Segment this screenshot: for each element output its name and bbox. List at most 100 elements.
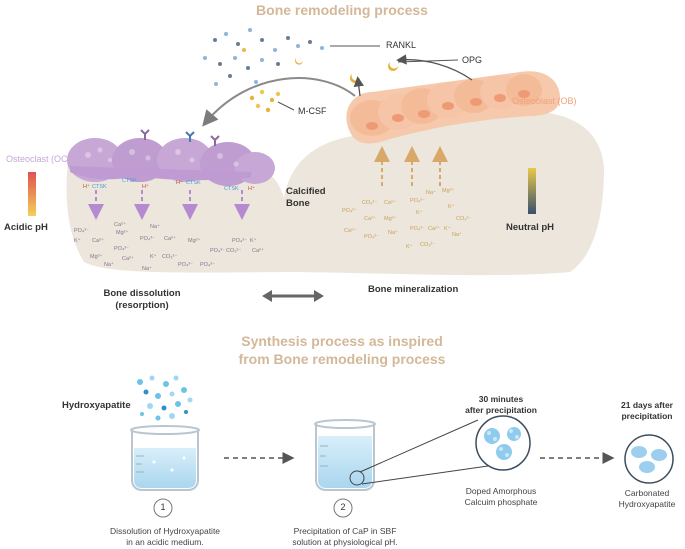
ion-h: H⁺ bbox=[176, 180, 183, 186]
ion-co3: CO₃²⁻ bbox=[456, 216, 472, 222]
ion-po4: PO₄³⁻ bbox=[74, 228, 89, 234]
ion-na: Na⁺ bbox=[150, 224, 160, 230]
rankl-particles bbox=[203, 28, 324, 86]
time1-line1: 30 minutes bbox=[478, 394, 524, 404]
ion-co3: CO₃²⁻ bbox=[362, 200, 378, 206]
mcsf-label: M-CSF bbox=[298, 106, 327, 116]
ion-mg: Mg²⁺ bbox=[188, 238, 201, 244]
ion-ca: Ca²⁺ bbox=[344, 228, 356, 234]
ion-mg: Mg²⁺ bbox=[90, 254, 103, 260]
ion-po4: PO₄³⁻ bbox=[364, 234, 379, 240]
step2-circle bbox=[333, 498, 353, 518]
ion-mg: Mg²⁺ bbox=[116, 230, 129, 236]
ion-k: K⁺ bbox=[444, 226, 451, 232]
ion-co3: CO₃²⁻ bbox=[162, 254, 178, 260]
ion-k: K⁺ bbox=[250, 238, 257, 244]
product1-line1: Doped Amorphous bbox=[465, 486, 537, 496]
ion-ca: Ca²⁺ bbox=[428, 226, 440, 232]
ion-ctsk: CTSK bbox=[224, 186, 239, 192]
ion-ctsk: CTSK bbox=[186, 180, 201, 186]
ion-ca: Ca²⁺ bbox=[252, 248, 264, 254]
ion-na: Na⁺ bbox=[142, 266, 152, 272]
step2-caption-line2: solution at physiological pH. bbox=[292, 537, 398, 547]
bottom-title-line1: Synthesis process as inspired bbox=[241, 333, 443, 349]
bottom-title-line2: from Bone remodeling process bbox=[238, 351, 446, 367]
step1-number: 1 bbox=[160, 502, 166, 512]
osteoclast-cells bbox=[67, 129, 275, 186]
step1-caption: Dissolution of Hydroxyapatite in an acid… bbox=[90, 526, 240, 548]
product2-circle bbox=[624, 434, 674, 484]
ion-k: K⁺ bbox=[406, 244, 413, 250]
ion-po4: PO₄³⁻ bbox=[410, 198, 425, 204]
hydroxyapatite-particles bbox=[137, 375, 193, 421]
ion-po4: PO₄³⁻ bbox=[410, 226, 425, 232]
step1-caption-line2: in an acidic medium. bbox=[126, 537, 204, 547]
ion-k: K⁺ bbox=[416, 210, 423, 216]
step2-caption: Precipitation of CaP in SBF solution at … bbox=[270, 526, 420, 548]
acidic-ph-label: Acidic pH bbox=[4, 222, 48, 233]
osteoblast-label: Osteoblast (OB) bbox=[512, 96, 577, 106]
bone-mineralization-label: Bone mineralization bbox=[368, 284, 459, 295]
ion-mg: Mg²⁺ bbox=[442, 188, 455, 194]
time2-label: 21 days after precipitation bbox=[608, 400, 685, 422]
rankl-crescent bbox=[295, 58, 303, 65]
calcified-bone-label: Calcified Bone bbox=[286, 186, 326, 209]
ion-po4: PO₄³⁻ bbox=[114, 246, 129, 252]
osteoclast-label: Osteoclast (OC) bbox=[6, 154, 71, 164]
product2-line2: Hydroxyapatite bbox=[618, 499, 676, 509]
time2-line2: precipitation bbox=[621, 411, 673, 421]
step1-caption-line1: Dissolution of Hydroxyapatite bbox=[109, 526, 221, 536]
ion-h: H⁺ bbox=[83, 184, 90, 190]
product2-line1: Carbonated bbox=[624, 488, 670, 498]
ion-ctsk: CTSK bbox=[92, 184, 107, 190]
ion-k: K⁺ bbox=[74, 238, 81, 244]
double-arrow bbox=[262, 290, 324, 302]
opg-label: OPG bbox=[462, 55, 483, 65]
time1-label: 30 minutes after precipitation bbox=[446, 394, 556, 416]
bone-dissolution-label: Bone dissolution (resorption) bbox=[103, 288, 181, 311]
ion-k: K⁺ bbox=[150, 254, 157, 260]
osteoblast-cells bbox=[346, 71, 560, 144]
ion-ctsk: CTSK bbox=[122, 178, 137, 184]
ion-ca: Ca²⁺ bbox=[364, 216, 376, 222]
top-title: Bone remodeling process bbox=[256, 2, 428, 18]
beaker-2 bbox=[314, 419, 376, 491]
ion-na: Na⁺ bbox=[426, 190, 436, 196]
ion-mg: Mg²⁺ bbox=[384, 216, 397, 222]
ion-po4: PO₄³⁻ bbox=[200, 262, 215, 268]
beaker-2-zoom-spot bbox=[349, 470, 365, 486]
product1-circle bbox=[475, 415, 531, 471]
opg-crescent bbox=[388, 62, 398, 72]
step2-caption-line1: Precipitation of CaP in SBF bbox=[293, 526, 397, 536]
neutral-ph-label: Neutral pH bbox=[506, 222, 555, 233]
ion-na: Na⁺ bbox=[388, 230, 398, 236]
osteoblast-to-osteoclast-arrow bbox=[202, 77, 356, 127]
ion-po4: PO₄³⁻ bbox=[232, 238, 247, 244]
hydroxyapatite-label: Hydroxyapatite bbox=[62, 400, 131, 411]
ion-ca: Ca²⁺ bbox=[164, 236, 176, 242]
product1-caption: Doped Amorphous Calcuim phosphate bbox=[446, 486, 556, 508]
ion-ca: Ca²⁺ bbox=[122, 256, 134, 262]
ion-h: H⁺ bbox=[142, 184, 149, 190]
beaker-1 bbox=[130, 425, 200, 491]
product1-line2: Calcuim phosphate bbox=[464, 497, 538, 507]
ion-na: Na⁺ bbox=[452, 232, 462, 238]
ion-h: H⁺ bbox=[248, 186, 255, 192]
ion-po4: PO₄³⁻ bbox=[210, 248, 225, 254]
ion-co3: CO₃²⁻ bbox=[226, 248, 242, 254]
ion-po4: PO₄³⁻ bbox=[140, 236, 155, 242]
calcified-bone-shape bbox=[66, 111, 605, 276]
bottom-title: Synthesis process as inspired from Bone … bbox=[142, 332, 542, 368]
osteoblast-to-opg-arrow bbox=[396, 54, 473, 81]
time2-line1: 21 days after bbox=[621, 400, 673, 410]
ion-k: K⁺ bbox=[448, 204, 455, 210]
mcsf-particles bbox=[249, 89, 281, 113]
step2-number: 2 bbox=[340, 502, 346, 512]
rankl-label: RANKL bbox=[386, 40, 417, 50]
ion-ca: Ca²⁺ bbox=[114, 222, 126, 228]
ion-ca: Ca²⁺ bbox=[384, 200, 396, 206]
step1-circle bbox=[153, 498, 173, 518]
acidic-ph-bar bbox=[28, 172, 36, 216]
ion-ca: Ca²⁺ bbox=[92, 238, 104, 244]
